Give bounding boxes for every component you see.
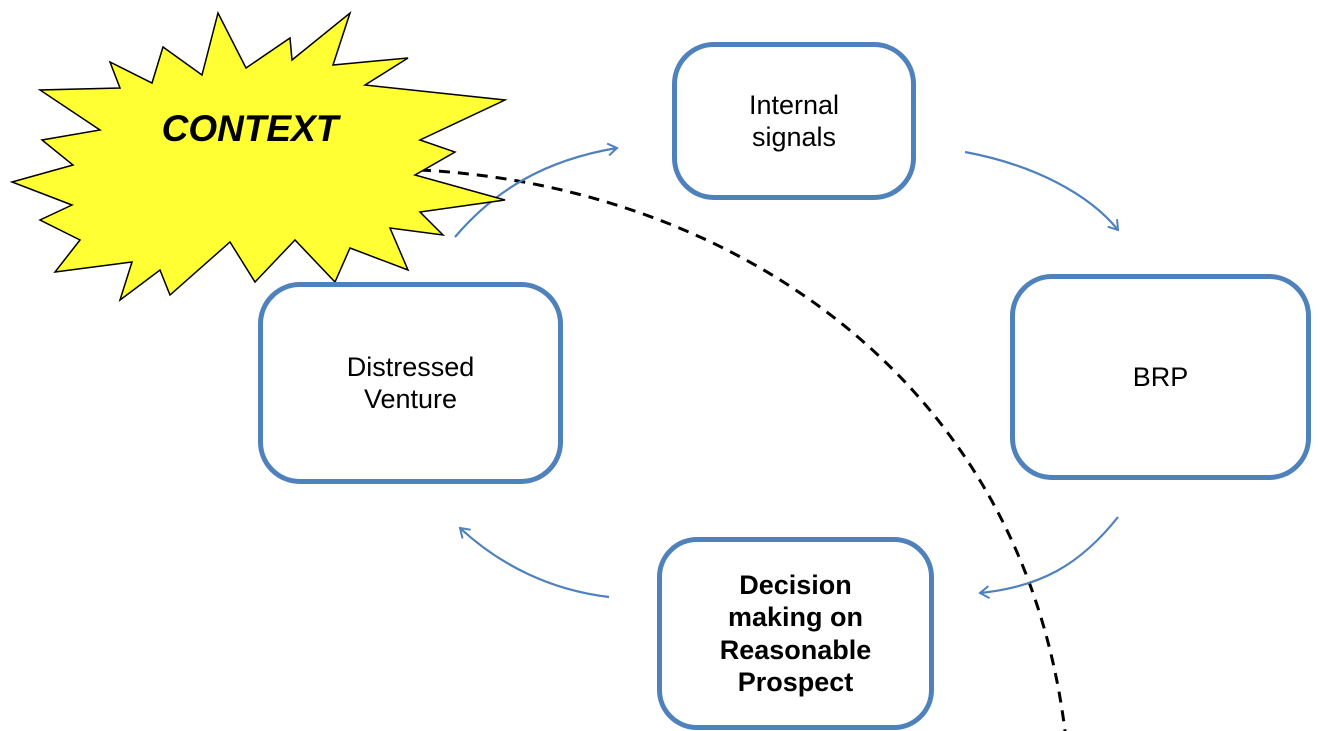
node-decision-making-label: Decision making on Reasonable Prospect bbox=[719, 569, 872, 697]
context-boundary-dashed-arc bbox=[419, 168, 1067, 731]
node-distressed-venture: Distressed Venture bbox=[258, 282, 563, 484]
arrow-internal-to-brp bbox=[964, 150, 1120, 232]
node-distressed-venture-label: Distressed Venture bbox=[346, 351, 475, 414]
arrow-brp-to-decision bbox=[978, 516, 1119, 599]
node-internal-signals-label: Internal signals bbox=[748, 89, 840, 152]
node-brp-label: BRP bbox=[1132, 361, 1189, 392]
context-burst-label: CONTEXT bbox=[161, 108, 339, 149]
node-internal-signals: Internal signals bbox=[672, 42, 916, 200]
arrow-decision-to-distressed bbox=[458, 526, 610, 599]
node-brp: BRP bbox=[1010, 274, 1311, 480]
context-burst-shape bbox=[9, 10, 508, 303]
node-decision-making: Decision making on Reasonable Prospect bbox=[657, 537, 934, 730]
arrow-distressed-to-internal bbox=[454, 142, 619, 238]
